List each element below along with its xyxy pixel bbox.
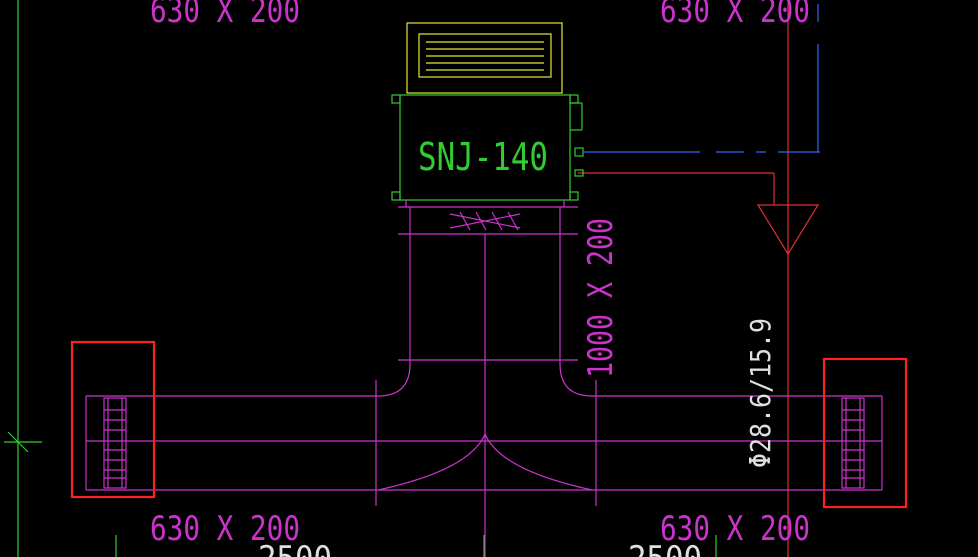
duct-label-top-left: 630 X 200	[150, 0, 300, 31]
axis-lines	[4, 0, 717, 557]
dimension-label-left: 2500	[258, 539, 332, 557]
return-air-grille	[406, 22, 563, 94]
duct-label-vertical: 1000 X 200	[581, 218, 621, 378]
condensate-line	[584, 4, 820, 153]
highlight-box-left	[70, 340, 156, 499]
highlight-boxes	[70, 340, 908, 509]
dimension-label-right: 2500	[628, 539, 702, 557]
duct-system	[85, 200, 883, 557]
refrigerant-riser	[578, 0, 820, 557]
duct-label-bottom-right: 630 X 200	[660, 509, 810, 549]
indoor-unit	[391, 94, 584, 201]
duct-label-bottom-left: 630 X 200	[150, 509, 300, 549]
pipe-size-label: Φ28.6/15.9	[744, 318, 777, 468]
labels: 630 X 200 630 X 200 630 X 200 630 X 200 …	[150, 0, 810, 557]
unit-model-label: SNJ-140	[418, 135, 548, 179]
highlight-box-right	[822, 357, 908, 509]
duct-label-top-right: 630 X 200	[660, 0, 810, 31]
